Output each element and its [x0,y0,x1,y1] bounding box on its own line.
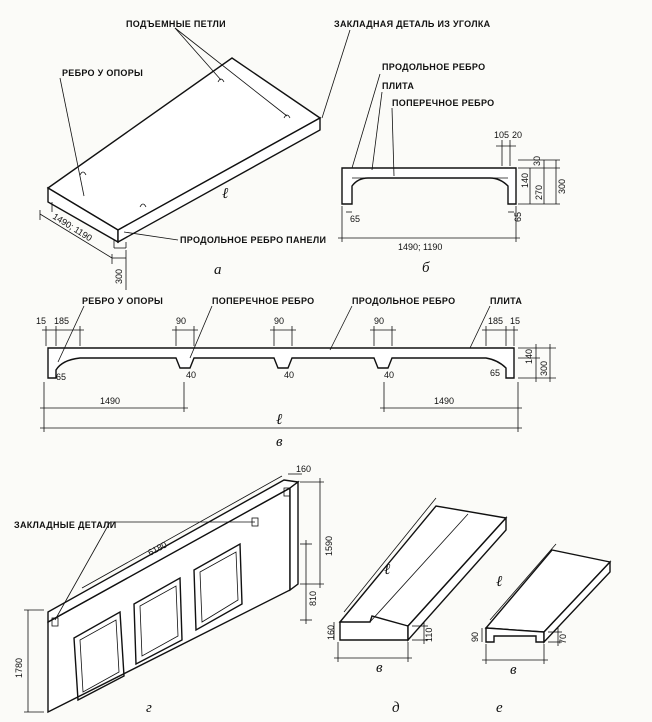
dim-1590: 1590 [324,536,334,556]
dim-90-e: 90 [470,632,480,642]
beam-end-face [289,480,299,592]
panel-side-face [117,116,321,244]
dim-span-a: ℓ [222,186,228,202]
figure-letter-g: г [146,700,152,716]
dim-15-left: 15 [36,316,46,326]
figure-letter-b: б [422,260,430,276]
label-rib-at-support-v: РЕБРО У ОПОРЫ [82,296,163,306]
step-top-face [338,505,508,627]
embedded-part-1 [51,617,59,627]
dim-90-3: 90 [374,316,384,326]
dim-300-v: 300 [539,361,549,376]
dim-span-d: ℓ [384,562,390,578]
dim-1490-right: 1490 [434,396,454,406]
embedded-part-3 [283,487,291,497]
figure-e-slab [481,543,612,664]
lifting-loop-3 [217,78,225,83]
figure-b-cross-section [338,73,560,242]
dim-b-e: в [510,662,517,678]
label-rib-at-support-a: РЕБРО У ОПОРЫ [62,68,143,78]
label-slab-v: ПЛИТА [490,296,522,306]
dim-1490-left: 1490 [100,396,120,406]
dim-b-d: в [376,660,383,676]
dim-810: 810 [308,591,318,606]
figure-letter-a: а [214,262,222,278]
section-outline [341,167,517,205]
dim-65-b-left: 65 [350,214,360,224]
dim-160-g: 160 [296,464,311,474]
label-embedded-angle: ЗАКЛАДНАЯ ДЕТАЛЬ ИЗ УГОЛКА [334,19,491,29]
long-section-outline [47,347,515,379]
dim-65-v-left: 65 [56,372,66,382]
dim-40-3: 40 [384,370,394,380]
label-longitudinal-rib-v: ПРОДОЛЬНОЕ РЕБРО [352,296,455,306]
dim-1780: 1780 [14,658,24,678]
dim-90-1: 90 [176,316,186,326]
figure-letter-d: д [392,700,400,716]
dim-90-2: 90 [274,316,284,326]
figure-v-longitudinal-section [40,305,556,432]
dim-140-v: 140 [524,349,534,364]
beam-opening-3 [193,542,243,632]
slab-side-face [543,560,611,644]
dim-span-e: ℓ [496,574,502,590]
dim-65-v-right: 65 [490,368,500,378]
label-transverse-rib-b: ПОПЕРЕЧНОЕ РЕБРО [392,98,494,108]
lifting-loop-2 [139,203,147,208]
dim-40-2: 40 [284,370,294,380]
figure-d-step [333,497,508,662]
label-slab-b: ПЛИТА [382,81,414,91]
dim-span-v: ℓ [276,412,282,428]
label-longitudinal-rib-panel: ПРОДОЛЬНОЕ РЕБРО ПАНЕЛИ [180,235,326,245]
dim-160-d: 160 [326,625,336,640]
dim-20: 20 [512,130,522,140]
figure-g-beam [24,473,324,714]
dim-185-right: 185 [488,316,503,326]
label-longitudinal-rib-b: ПРОДОЛЬНОЕ РЕБРО [382,62,485,72]
dim-30-b: 30 [532,156,542,166]
figure-a-panel [39,27,351,290]
dim-65-b-right: 65 [513,212,523,222]
dim-270: 270 [534,185,544,200]
lifting-loop-4 [283,114,291,119]
dim-185-left: 185 [54,316,69,326]
dim-15-right: 15 [510,316,520,326]
figure-letter-e: е [496,700,503,716]
label-transverse-rib-v: ПОПЕРЕЧНОЕ РЕБРО [212,296,314,306]
step-side-face [407,516,507,642]
beam-opening-2 [133,576,183,666]
beam-opening-1 [73,610,125,702]
label-embedded-parts: ЗАКЛАДНЫЕ ДЕТАЛИ [14,520,117,530]
dim-width-b: 1490; 1190 [398,242,442,252]
dim-140-b: 140 [520,173,530,188]
dim-40-1: 40 [186,370,196,380]
dim-110: 110 [424,628,434,642]
label-lifting-loops: ПОДЪЕМНЫЕ ПЕТЛИ [126,19,226,29]
dim-70: 70 [558,634,568,644]
dim-300-b: 300 [557,179,567,194]
figure-letter-v: в [276,434,283,450]
lifting-loop-1 [79,171,87,176]
dim-105: 105 [494,130,509,140]
dim-height-a: 300 [114,269,124,284]
